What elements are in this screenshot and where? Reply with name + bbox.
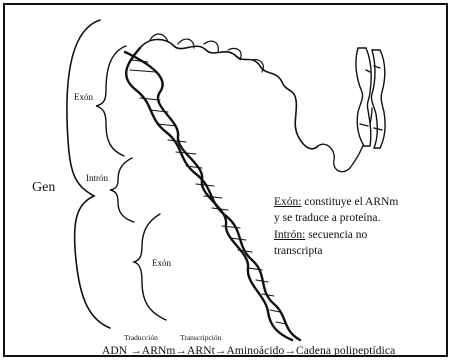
legend-exon-text-2: y se traduce a proteína. bbox=[274, 210, 398, 226]
legend-intron-text-1: secuencia no bbox=[305, 229, 367, 241]
gen-label: Gen bbox=[32, 181, 55, 195]
legend-box: Exón: constituye el ARNm y se traduce a … bbox=[274, 194, 398, 259]
exon-top-brace bbox=[96, 46, 126, 156]
legend-exon-term: Exón: bbox=[274, 196, 301, 208]
legend-intron-term: Intrón: bbox=[274, 229, 305, 241]
legend-exon-line-1: Exón: constituye el ARNm bbox=[274, 194, 398, 210]
traduccion-label: Traducción bbox=[124, 334, 158, 342]
exon-top-label: Exón bbox=[74, 93, 93, 102]
transcripcion-label: Transcripción bbox=[180, 334, 221, 342]
legend-exon-text-1: constituye el ARNm bbox=[301, 196, 398, 208]
chromosome bbox=[356, 48, 385, 148]
legend-intron-line-1: Intrón: secuencia no bbox=[274, 227, 398, 243]
legend-intron-text-2: transcripta bbox=[274, 243, 398, 259]
central-dogma-sequence: ADN →ARNm→ARNt→Aminoácido→Cadena polipep… bbox=[102, 346, 395, 358]
intron-brace bbox=[110, 158, 134, 222]
intron-label: Intrón bbox=[86, 174, 108, 183]
exon-bottom-label: Exón bbox=[152, 259, 171, 268]
